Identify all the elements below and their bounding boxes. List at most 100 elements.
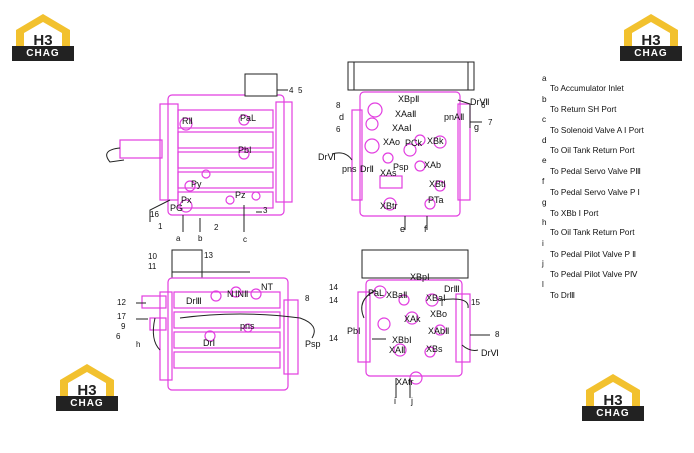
top-left-callout: a (176, 234, 181, 243)
bottom-right-port-label: XBaⅠ (426, 293, 446, 303)
logo-bottom-right: H3 CHAG (582, 372, 644, 422)
bottom-right-port-label: DrⅥ (481, 348, 499, 358)
bottom-left-callout: 10 (148, 252, 157, 261)
top-right-port-label: PTa (428, 195, 444, 205)
bottom-right-port-label: XBpⅠ (410, 272, 430, 282)
top-right-port-label: DrⅡ (360, 164, 374, 174)
top-right-callout: 7 (488, 118, 493, 127)
logo-top-right: H3 CHAG (620, 12, 682, 62)
bottom-left-callout: 12 (117, 298, 126, 307)
bottom-left-callout: 8 (305, 294, 310, 303)
legend-text: To DrⅢ (550, 290, 576, 300)
legend-key: h (542, 218, 547, 228)
top-right-port-label: XAb (424, 160, 441, 170)
top-right-port-label: XBtr (380, 201, 398, 211)
top-left-port-label: RⅡ (182, 116, 193, 126)
logo-mark: H3 (33, 32, 52, 48)
logo-text: CHAG (582, 406, 644, 421)
logo-text: CHAG (620, 46, 682, 61)
legend-key: e (542, 156, 547, 166)
top-left-callout: 2 (214, 223, 219, 232)
legend-text: To Accumulator Inlet (550, 84, 624, 93)
bottom-left-callout: h (136, 340, 140, 349)
legend-key: a (542, 74, 547, 83)
top-left-port-label: Px (181, 195, 192, 205)
top-left-callout: c (243, 235, 247, 244)
bottom-right-port-label: i (394, 396, 396, 406)
valve-block-top-left (119, 94, 293, 216)
logo-text: CHAG (12, 46, 74, 61)
bottom-left-callout: 17 (117, 312, 126, 321)
legend-key: d (542, 135, 547, 145)
legend-text: To Solenoid Valve A Ⅰ Port (550, 126, 644, 136)
legend-key: j (542, 259, 544, 269)
top-right-port-label: d (339, 112, 344, 122)
logo-mark: H3 (603, 392, 622, 408)
top-right-port-label: XAaⅡ (395, 109, 416, 119)
bottom-left-port-label: INⅡ (235, 289, 248, 299)
top-left-port-label: Pz (235, 190, 246, 200)
top-right-port-label: XAaⅠ (392, 123, 412, 133)
legend-text: To Pedal Pilot Valve PⅣ (550, 270, 638, 280)
bottom-right-port-label: l (441, 298, 443, 308)
top-right-port-label: XBtl (429, 179, 446, 189)
top-right-port-label: XBpⅡ (398, 94, 419, 104)
top-right-port-label: XBk (427, 136, 444, 146)
bottom-right-port-label: DrⅢ (444, 284, 460, 294)
logo-text: CHAG (56, 396, 118, 411)
top-left-port-label: Py (191, 179, 202, 189)
bottom-right-callout: 14 (329, 334, 338, 343)
top-right-port-label: f (424, 224, 427, 234)
bottom-left-callout: 11 (148, 262, 157, 271)
top-right-port-label: g (474, 122, 479, 132)
legend-text: To Pedal Servo Valve PⅢ (550, 167, 642, 177)
bottom-right-port-label: PaL (368, 288, 384, 298)
legend-text: To Return SH Port (550, 104, 617, 114)
top-right-callout: 6 (481, 101, 486, 110)
top-right-port-label: DrⅦ (470, 97, 490, 107)
bottom-right-callout: 14 (329, 296, 338, 305)
bottom-right-callout: 8 (495, 330, 500, 339)
legend-text: To XBb Ⅰ Port (550, 208, 599, 218)
valve-block-bottom-right (357, 249, 490, 398)
bottom-right-port-label: XAbⅡ (428, 326, 449, 336)
bottom-right-port-label: XBs (426, 344, 443, 354)
house-icon: H3 (586, 374, 640, 408)
top-right-port-label: XAo (383, 137, 400, 147)
bottom-right-port-label: XBbⅠ (392, 335, 412, 345)
bottom-left-port-label: DrⅢ (186, 296, 202, 306)
bottom-left-port-label: NT (261, 282, 273, 292)
top-right-callout: 6 (336, 125, 341, 134)
legend-text: To Pedal Pilot Valve P Ⅱ (550, 249, 637, 259)
legend-key: b (542, 94, 547, 104)
top-right-port-label: XAs (380, 168, 397, 178)
bottom-right-port-label: XBo (430, 309, 447, 319)
bottom-left-port-label: DrⅠ (203, 338, 215, 348)
legend-text: To Oil Tank Return Port (550, 228, 635, 238)
bottom-left-port-label: N (227, 289, 234, 299)
bottom-left-callout: 6 (116, 332, 121, 341)
top-left-callout: 16 (150, 210, 159, 219)
top-left-callout: b (198, 234, 203, 243)
valve-block-top-right (331, 61, 482, 230)
bottom-right-port-label: XAk (404, 314, 421, 324)
bottom-right-callout: 14 (329, 283, 338, 292)
legend-item: l To DrⅢ (540, 280, 690, 301)
logo-mark: H3 (77, 382, 96, 398)
top-right-port-label: PCk (405, 138, 423, 148)
top-left-port-label: PaL (240, 113, 256, 123)
top-right-port-label: DrⅥ (318, 152, 336, 162)
top-left-callout: 1 (158, 222, 163, 231)
top-right-port-label: pnAⅡ (444, 112, 464, 122)
top-right-callout: 8 (336, 101, 341, 110)
valve-block-bottom-left (136, 249, 315, 391)
house-icon: H3 (60, 364, 114, 398)
legend-key: l (542, 279, 544, 289)
